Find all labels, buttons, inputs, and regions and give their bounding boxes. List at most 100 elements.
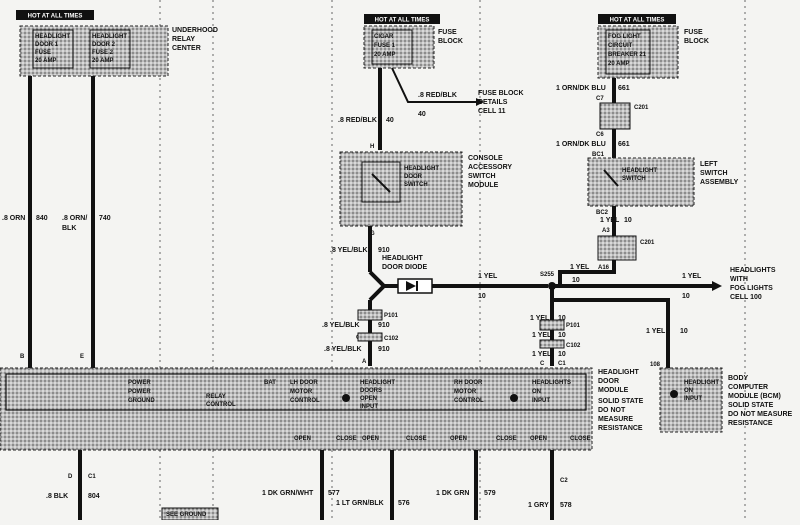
connector-c102-b	[539, 339, 565, 349]
see-ground-label: SEE GROUND	[166, 512, 207, 518]
svg-text:INPUT: INPUT	[684, 396, 702, 402]
svg-text:CLOSE: CLOSE	[570, 436, 591, 442]
svg-text:HOT AT ALL TIMES: HOT AT ALL TIMES	[375, 18, 430, 24]
bcm-title: BODY	[728, 375, 749, 382]
left-switch-title-3: ASSEMBLY	[700, 179, 739, 186]
fuse-block-center-title-2: BLOCK	[438, 38, 463, 45]
connector-c102-a	[357, 332, 383, 342]
wire-10-right-down	[558, 260, 616, 286]
svg-text:CLOSE: CLOSE	[336, 436, 357, 442]
svg-text:POWER: POWER	[128, 389, 151, 395]
svg-text:OPEN: OPEN	[362, 436, 379, 442]
pin-b: B	[20, 354, 25, 360]
left-switch-title-2: SWITCH	[700, 170, 728, 177]
dhm-note-4: RESISTANCE	[598, 425, 643, 432]
fuse-block-center: CIGAR FUSE 1 20 AMP	[363, 25, 435, 69]
wire-label-orn-blu-b: 1 ORN/DK BLU	[556, 141, 606, 148]
wire-label-orn-blk: .8 ORN/	[62, 215, 87, 222]
wire-label-blk: BLK	[62, 225, 76, 232]
pin-d: D	[68, 474, 73, 480]
svg-text:SWITCH: SWITCH	[622, 176, 646, 182]
svg-text:CONTROL: CONTROL	[290, 398, 320, 404]
underhood-title-3: CENTER	[172, 45, 201, 52]
connector-label-c7: C7	[596, 96, 604, 102]
wire-num-577: 577	[328, 490, 340, 497]
svg-text:DOOR: DOOR	[404, 174, 423, 180]
headlights-label-2: WITH	[730, 276, 748, 283]
arrow-fuse-details	[476, 98, 484, 106]
svg-text:RH DOOR: RH DOOR	[454, 380, 483, 386]
wire-label-grn-wht: 1 DK GRN/WHT	[262, 490, 314, 497]
pin-h: H	[370, 144, 374, 150]
wire-num-579: 579	[484, 490, 496, 497]
console-accessory-switch-module: HEADLIGHT DOOR SWITCH	[339, 151, 463, 227]
bcm-title-3: MODULE (BCM)	[728, 393, 781, 400]
svg-text:FOG LIGHT: FOG LIGHT	[608, 34, 641, 40]
wire-40-branch	[391, 67, 476, 103]
wire-num-910-b: 910	[378, 322, 390, 329]
svg-text:ON: ON	[532, 389, 541, 395]
headlights-label: HEADLIGHTS	[730, 267, 776, 274]
fuse-block-right-title-2: BLOCK	[684, 38, 709, 45]
wire-num-661-a: 661	[618, 85, 630, 92]
wire-num-40-a: 40	[418, 111, 426, 118]
wire-num-661-b: 661	[618, 141, 630, 148]
svg-text:CONTROL: CONTROL	[206, 402, 236, 408]
underhood-title-2: RELAY	[172, 36, 195, 43]
fuse-block-right: FOG LIGHT CIRCUIT BREAKER 21 20 AMP	[597, 25, 679, 79]
hot-tag-right: HOT AT ALL TIMES	[598, 14, 676, 24]
connector-c201-b	[597, 235, 637, 261]
bcm-note: SOLID STATE	[728, 402, 774, 409]
svg-text:INPUT: INPUT	[360, 404, 378, 410]
connector-label-c6: C6	[596, 132, 604, 138]
connector-label-c102-b: C102	[566, 343, 581, 349]
wire-label-red-blk-b: .8 RED/BLK	[338, 117, 377, 124]
pin-e: E	[80, 354, 84, 360]
svg-text:FUSE 2: FUSE 2	[92, 50, 114, 56]
headlight-door-module: POWER POWER GROUND RELAY CONTROL BAT LH …	[0, 367, 593, 451]
headlights-label-3: FOG LIGHTS	[730, 285, 773, 292]
dhm-title-3: MODULE	[598, 387, 629, 394]
wire-910-diode-a	[368, 270, 387, 302]
svg-text:INPUT: INPUT	[532, 398, 550, 404]
svg-text:RELAY: RELAY	[206, 394, 226, 400]
wire-label-orn: .8 ORN	[2, 215, 25, 222]
svg-text:DOOR 2: DOOR 2	[92, 42, 116, 48]
svg-text:FUSE: FUSE	[35, 50, 51, 56]
svg-text:CIGAR: CIGAR	[374, 34, 394, 40]
console-switch-title-3: SWITCH	[468, 173, 496, 180]
wire-label-yel-top: 1 YEL	[478, 273, 498, 280]
svg-text:OPEN: OPEN	[360, 396, 377, 402]
connector-c201-a	[599, 102, 631, 130]
svg-text:20 AMP: 20 AMP	[92, 58, 113, 64]
connector-label-c102-a: C102	[384, 336, 399, 342]
svg-text:ON: ON	[684, 388, 693, 394]
wire-num-10-top: 10	[478, 293, 486, 300]
connector-label-c1-c: C1	[558, 361, 566, 367]
wire-num-804: 804	[88, 493, 100, 500]
svg-text:CONTROL: CONTROL	[454, 398, 484, 404]
fuse-details-label-2: DETAILS	[478, 99, 508, 106]
connector-label-p101-b: P101	[566, 323, 581, 329]
connector-p101-b	[539, 319, 565, 331]
wire-num-10-right: 10	[682, 293, 690, 300]
svg-text:LH DOOR: LH DOOR	[290, 380, 318, 386]
pin-a: A	[362, 359, 367, 365]
wire-num-910-a: 910	[378, 247, 390, 254]
connector-label-c201-a: C201	[634, 105, 649, 111]
wire-num-576: 576	[398, 500, 410, 507]
svg-text:DOOR 1: DOOR 1	[35, 42, 59, 48]
svg-text:OPEN: OPEN	[530, 436, 547, 442]
wire-label-orn-blu-a: 1 ORN/DK BLU	[556, 85, 606, 92]
svg-text:CIRCUIT: CIRCUIT	[608, 43, 633, 49]
connector-label-c1-d: C1	[88, 474, 96, 480]
headlights-cell: CELL 100	[730, 294, 762, 301]
wire-label-gry: 1 GRY	[528, 502, 549, 509]
wire-num-10-f: 10	[680, 328, 688, 335]
connector-label-a3: A3	[602, 228, 610, 234]
svg-text:SWITCH: SWITCH	[404, 182, 428, 188]
svg-text:CLOSE: CLOSE	[496, 436, 517, 442]
pin-108: 108	[650, 362, 661, 368]
svg-text:20 AMP: 20 AMP	[35, 58, 56, 64]
